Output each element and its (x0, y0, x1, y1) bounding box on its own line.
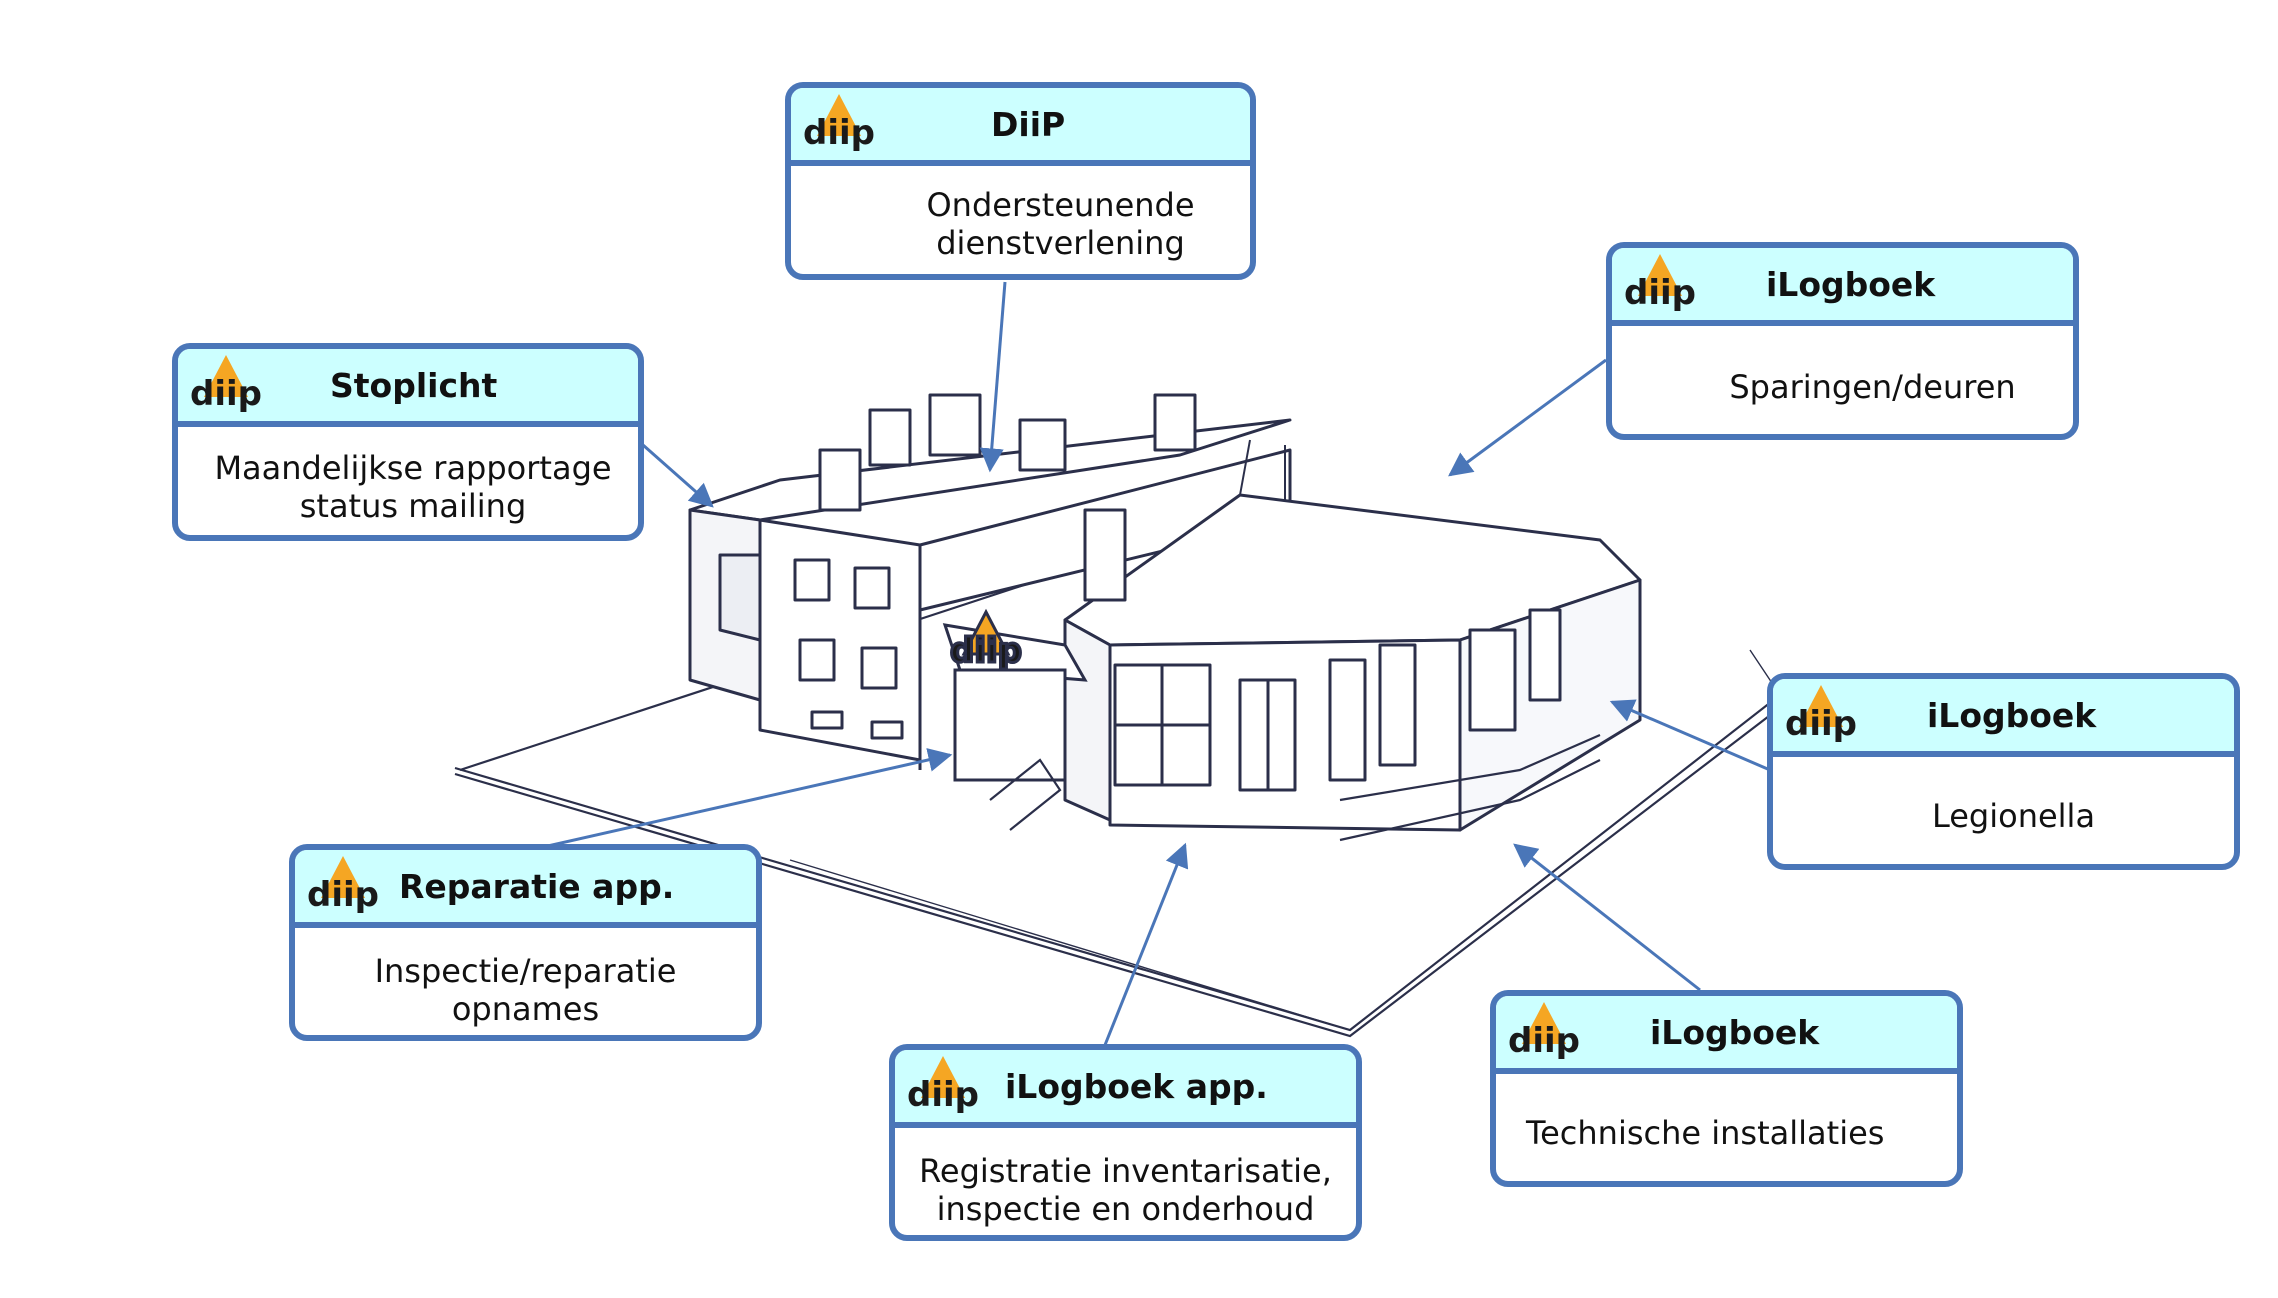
card-description-line-1: Maandelijkse rapportage (214, 449, 612, 487)
entrance (942, 610, 1088, 831)
card-title: iLogboek (1650, 1013, 1820, 1052)
card-description-line-1: Inspectie/reparatie (374, 952, 677, 990)
card-description-line-1: Legionella (1931, 797, 2096, 835)
card-ilogboek-technisch: iLogboek Technische installaties (1490, 990, 1963, 1187)
right-wing (1063, 439, 1642, 842)
card-stoplicht: Stoplicht Maandelijkse rapportage status… (172, 343, 644, 541)
card-title: Stoplicht (330, 366, 498, 405)
card-diip: DiiP Ondersteunende dienstverlening (785, 82, 1256, 280)
card-description-line-2: dienstverlening (936, 224, 1185, 262)
card-ilogboek-sparingen: iLogboek Sparingen/deuren (1606, 242, 2079, 440)
card-description-line-1: Technische installaties (1526, 1114, 1885, 1152)
card-description-line-1: Ondersteunende (926, 186, 1195, 224)
card-header: iLogboek (1612, 248, 2073, 326)
card-title: iLogboek app. (1005, 1067, 1268, 1106)
card-description-line-2: status mailing (299, 487, 527, 525)
card-header: iLogboek app. (895, 1050, 1356, 1128)
card-ilogboek-app: iLogboek app. Registratie inventarisatie… (889, 1044, 1362, 1241)
card-title: Reparatie app. (399, 867, 675, 906)
card-ilogboek-legionella: iLogboek Legionella (1767, 673, 2240, 870)
card-title: iLogboek (1927, 696, 2097, 735)
card-title: DiiP (991, 105, 1066, 144)
card-header: iLogboek (1496, 996, 1957, 1074)
card-header: iLogboek (1773, 679, 2234, 757)
card-title: iLogboek (1766, 265, 1936, 304)
connector-arrows (529, 281, 1771, 1046)
card-header: Reparatie app. (295, 850, 756, 928)
card-description-line-2: opnames (451, 990, 600, 1028)
card-header: DiiP (791, 88, 1250, 166)
card-header: Stoplicht (178, 349, 638, 427)
card-description-line-1: Sparingen/deuren (1729, 368, 2016, 406)
card-description-line-1: Registratie inventarisatie, (919, 1152, 1332, 1190)
card-description-line-2: inspectie en onderhoud (936, 1190, 1315, 1228)
card-reparatie-app: Reparatie app. Inspectie/reparatie opnam… (289, 844, 762, 1041)
